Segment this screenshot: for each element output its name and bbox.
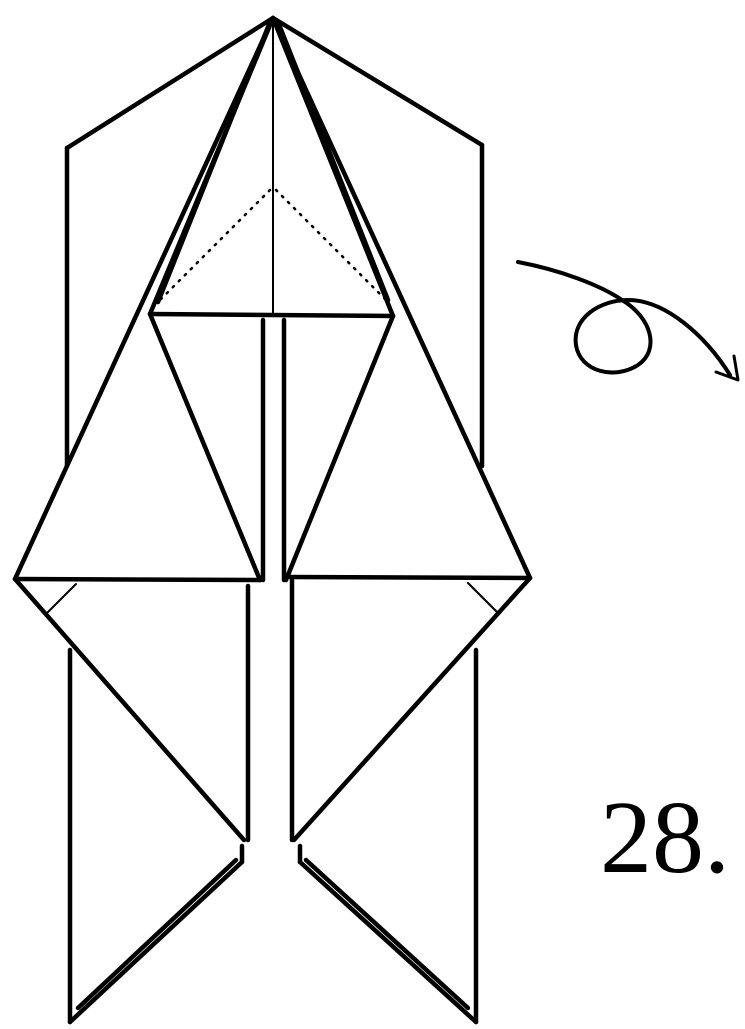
turn-over-arrow-head (714, 354, 740, 382)
left-leg-bottom-diagonal (67, 859, 245, 1025)
corner-creases (46, 582, 498, 614)
right-lower-diagonal (291, 575, 533, 843)
dotted-left-guide (158, 188, 272, 302)
turn-over-arrow-icon (516, 260, 740, 382)
left-leg-bottom-diagonal-parallel (75, 857, 239, 1011)
left-roof-edge (64, 15, 276, 151)
inner-flaps (147, 311, 396, 583)
right-leg-bottom-diagonal-parallel (303, 857, 471, 1011)
dotted-fold-guides (158, 188, 388, 302)
kite-left-parallel-edge (155, 19, 273, 305)
left-flap-diagonal (147, 311, 263, 583)
lower-legs (12, 575, 533, 1025)
dotted-right-guide (274, 188, 388, 302)
central-kite (12, 15, 533, 582)
step-number: 28. (600, 780, 730, 895)
middle-right-edge (287, 574, 533, 581)
turn-over-arrow-loop (516, 260, 732, 377)
kite-right-parallel-edge (275, 19, 391, 303)
right-corner-crease (467, 582, 498, 613)
middle-horizontal-edges (12, 574, 533, 583)
right-leg-bottom-diagonal (297, 859, 479, 1025)
kite-right-outer-edge (270, 15, 533, 581)
kite-left-outer-edge (12, 15, 276, 582)
right-flap-diagonal (283, 313, 396, 583)
left-lower-diagonal (12, 576, 247, 843)
back-layer-outline (64, 15, 485, 469)
left-corner-crease (46, 583, 77, 614)
middle-left-edge (12, 576, 263, 583)
right-roof-edge (270, 15, 485, 148)
upper-horizontal-edge (147, 311, 396, 319)
